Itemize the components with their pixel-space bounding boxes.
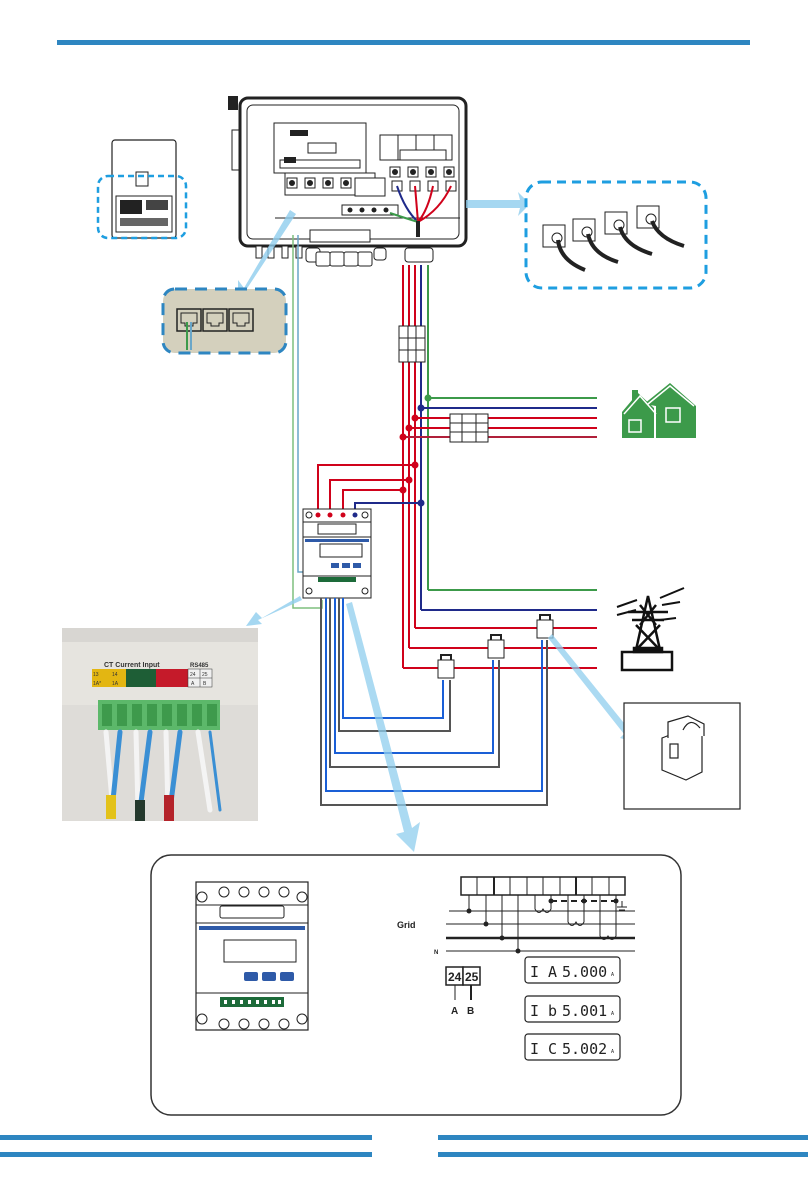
ct-clamp-icon — [437, 654, 455, 679]
breaker-icon — [398, 325, 426, 363]
photo-terminal-1a-star: 1A* — [93, 681, 101, 687]
breaker-icon — [449, 413, 489, 443]
rj45-ports-callout — [161, 287, 288, 355]
photo-ct-header: CT Current Input — [104, 662, 160, 669]
callout-arrow — [346, 602, 420, 852]
lcd-reading-b: I b 5.001 A — [524, 995, 621, 1023]
energy-meter-icon — [195, 881, 309, 1031]
meter-terminal-photo — [62, 628, 258, 821]
rs485-label-b: B — [467, 1006, 474, 1017]
energy-meter-icon — [302, 508, 372, 599]
header-rule — [57, 40, 750, 45]
neutral-label: N — [434, 950, 438, 956]
house-icon — [622, 383, 696, 438]
photo-terminal-25: 25 — [202, 672, 208, 678]
lcd-unit: A — [611, 1011, 614, 1017]
ct-clamp-icon — [661, 715, 705, 781]
callout-arrow — [246, 596, 302, 626]
lcd-phase: I A — [530, 963, 557, 981]
lcd-reading-a: I A 5.000 A — [524, 956, 621, 984]
inverter-thumbnail-icon — [96, 139, 188, 240]
photo-terminal-24: 24 — [190, 672, 196, 678]
power-tower-icon — [616, 587, 685, 672]
photo-terminal-b: B — [203, 681, 207, 687]
callout-arrow — [548, 634, 640, 744]
inverter-open-icon — [228, 96, 468, 267]
rs485-label-a: A — [451, 1006, 458, 1017]
lcd-value: 5.002 — [562, 1040, 607, 1058]
lcd-value: 5.001 — [562, 1002, 607, 1020]
terminal-25: 25 — [465, 970, 479, 984]
ct-set-callout — [524, 180, 708, 290]
ct-clamp-icon — [636, 205, 685, 248]
lcd-value: 5.000 — [562, 963, 607, 981]
meter-feed — [317, 464, 421, 512]
rj45-port-icon — [202, 308, 228, 332]
ct-clamp-icon — [536, 614, 554, 639]
photo-rs485-header: RS485 — [190, 663, 209, 669]
lcd-reading-c: I C 5.002 A — [524, 1033, 621, 1061]
grid-label: Grid — [397, 920, 416, 930]
lcd-phase: I C — [530, 1040, 557, 1058]
terminal-24: 24 — [448, 970, 462, 984]
callout-arrow — [238, 210, 296, 296]
ct-signal-wires — [320, 598, 548, 806]
rj45-port-icon — [176, 308, 202, 332]
ct-clamp-icon — [487, 634, 505, 659]
photo-terminal-13: 13 — [93, 672, 99, 678]
photo-terminal-a: A — [191, 681, 195, 687]
lcd-phase: I b — [530, 1002, 557, 1020]
lcd-unit: A — [611, 1049, 614, 1055]
load-branch — [403, 397, 597, 438]
rs485-terminals: 24 25 A B — [445, 966, 481, 1017]
callout-arrow — [466, 192, 530, 216]
ct-detail-callout — [623, 702, 741, 810]
ct-clamp-icon — [604, 211, 653, 256]
photo-terminal-14: 14 — [112, 672, 118, 678]
rj45-port-icon — [228, 308, 254, 332]
ct-clamp-icon — [542, 224, 586, 272]
lcd-unit: A — [611, 972, 614, 978]
footer-rules — [0, 1135, 808, 1157]
meter-schematic — [446, 876, 635, 952]
ct-clamp-icon — [572, 218, 619, 264]
photo-terminal-1a: 1A — [112, 681, 119, 687]
